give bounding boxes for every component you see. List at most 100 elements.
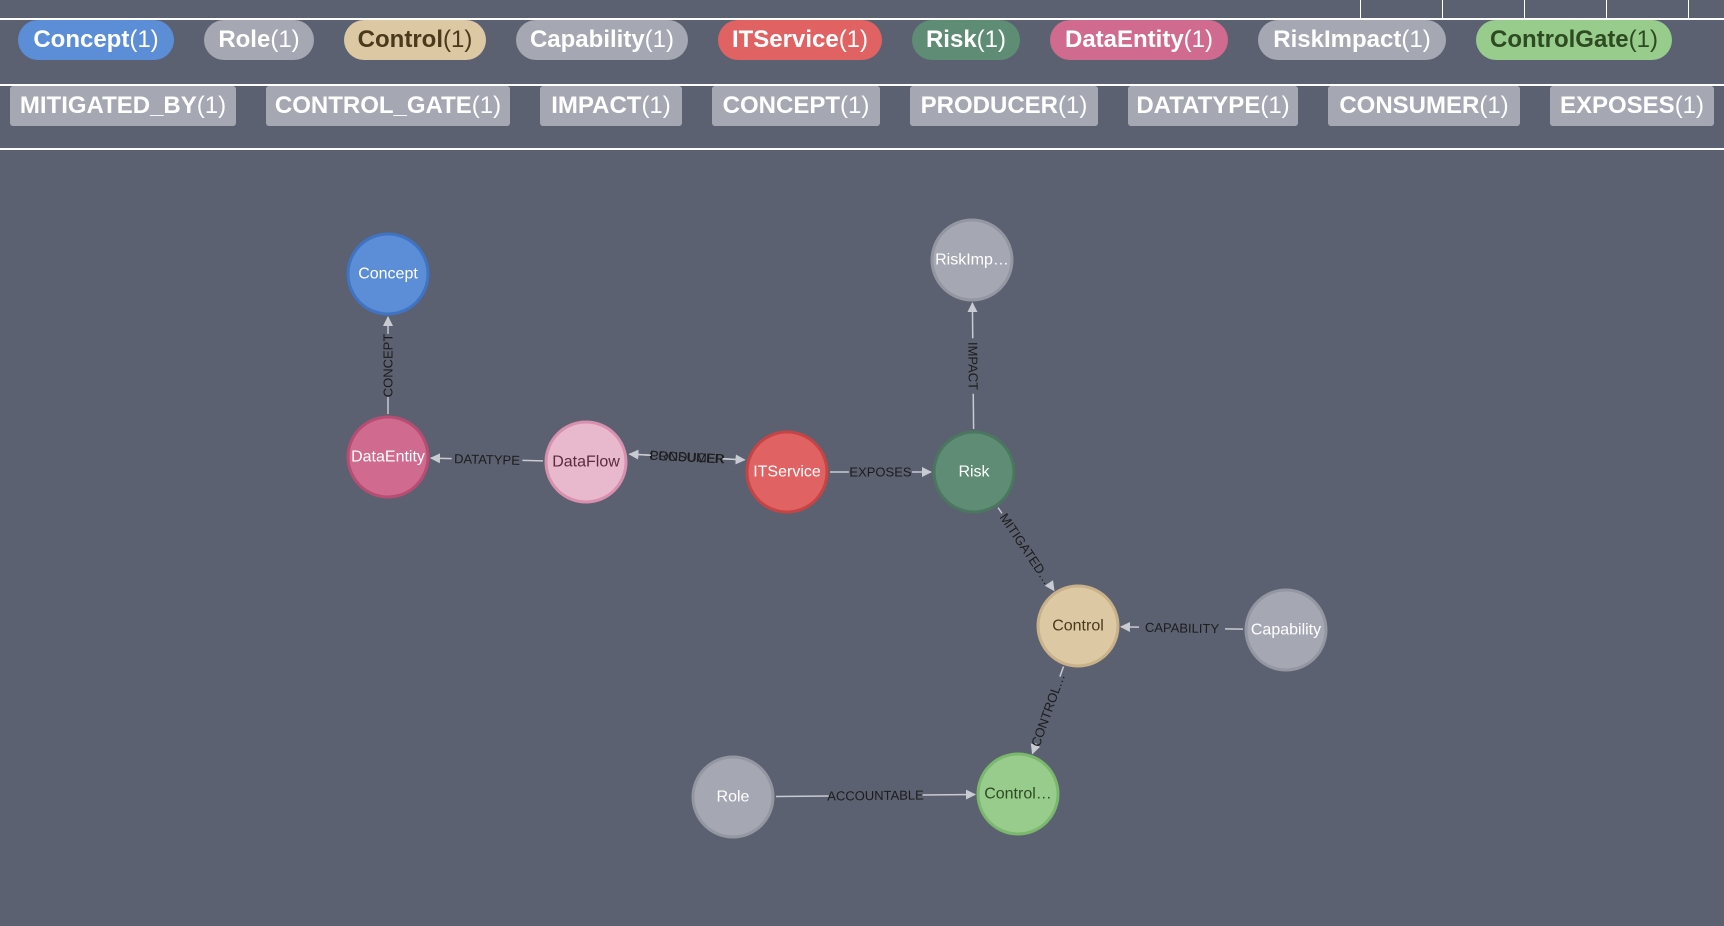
top-tab[interactable] — [1442, 0, 1525, 19]
edge-exposes[interactable]: EXPOSES — [830, 465, 932, 480]
top-tab[interactable] — [1524, 0, 1607, 19]
top-tab[interactable] — [1688, 0, 1724, 19]
node-dataentity[interactable]: DataEntity — [346, 415, 430, 499]
rel-type-tag-producer[interactable]: PRODUCER(1) — [910, 86, 1098, 126]
top-tab[interactable] — [1606, 0, 1689, 19]
node-circle[interactable] — [346, 232, 430, 316]
rel-name: CONTROL_GATE — [274, 92, 472, 119]
edge-control[interactable]: CONTROL… — [1028, 666, 1068, 755]
node-control[interactable]: Control — [1036, 584, 1120, 668]
rel-type-tag-mitigated-by[interactable]: MITIGATED_BY(1) — [10, 86, 236, 126]
node-caption: Control — [1052, 618, 1104, 635]
edge-line — [429, 453, 452, 464]
node-circle[interactable] — [346, 415, 430, 499]
edge-impact[interactable]: IMPACT — [965, 301, 981, 430]
label-name: RiskImpact — [1273, 26, 1402, 53]
node-risk[interactable]: Risk — [932, 430, 1016, 514]
node-label-pill-control[interactable]: Control(1) — [344, 20, 486, 60]
node-caption: Concept — [358, 266, 418, 283]
rel-count: (1) — [1674, 92, 1705, 119]
edge-label: CAPABILITY — [1145, 620, 1220, 636]
label-name: ITService — [731, 26, 839, 53]
node-concept[interactable]: Concept — [346, 232, 430, 316]
node-dataflow[interactable]: DataFlow — [544, 420, 628, 504]
node-circle[interactable] — [932, 430, 1016, 514]
node-circle[interactable] — [1244, 588, 1328, 672]
rel-count: (1) — [641, 92, 671, 119]
rel-name: CONCEPT — [722, 92, 840, 119]
rel-name: EXPOSES — [1559, 92, 1675, 119]
label-name: Risk — [925, 26, 977, 53]
rel-count: (1) — [1058, 92, 1088, 119]
edge-line — [628, 449, 652, 460]
label-count: (1) — [1401, 26, 1431, 53]
edge-line — [1044, 580, 1055, 592]
relationship-types-bar: MITIGATED_BY(1) CONTROL_GATE(1) IMPACT(1… — [0, 86, 1724, 150]
node-label-pill-capability[interactable]: Capability(1) — [516, 20, 688, 60]
rel-count: (1) — [840, 92, 870, 119]
edge-label: PRODUCER — [649, 448, 724, 467]
node-caption: RiskImp… — [935, 252, 1009, 269]
top-tab[interactable] — [1360, 0, 1443, 19]
edge-line — [1030, 743, 1041, 755]
label-count: (1) — [838, 26, 869, 53]
edge-line — [1059, 666, 1065, 677]
label-name: ControlGate — [1489, 26, 1629, 53]
node-role[interactable]: Role — [691, 755, 775, 839]
node-caption: DataFlow — [552, 454, 620, 471]
node-controlgate[interactable]: Control… — [976, 752, 1060, 836]
edge-accountable[interactable]: ACCOUNTABLE — [775, 787, 977, 804]
edge-mitigated[interactable]: MITIGATED… — [997, 507, 1056, 592]
rel-count: (1) — [1260, 92, 1290, 119]
edge-capability[interactable]: CAPABILITY — [1119, 620, 1244, 636]
node-label-pill-itservice[interactable]: ITService(1) — [718, 20, 882, 60]
node-label-pill-risk[interactable]: Risk(1) — [912, 20, 1020, 60]
node-label-pill-role[interactable]: Role(1) — [204, 20, 314, 60]
node-circle[interactable] — [976, 752, 1060, 836]
edge-label: EXPOSES — [849, 465, 911, 480]
edge-producer[interactable]: PRODUCER — [628, 448, 745, 467]
label-name: DataEntity — [1064, 26, 1184, 53]
label-count: (1) — [1628, 26, 1658, 53]
rel-type-tag-impact[interactable]: IMPACT(1) — [540, 86, 682, 126]
node-label-pill-concept[interactable]: Concept(1) — [18, 20, 174, 60]
node-circle[interactable] — [691, 755, 775, 839]
node-capability[interactable]: Capability — [1244, 588, 1328, 672]
node-label-pill-dataentity[interactable]: DataEntity(1) — [1050, 20, 1228, 60]
edge-label: IMPACT — [965, 342, 980, 390]
node-riskimpact[interactable]: RiskImp… — [930, 218, 1014, 302]
rel-count: (1) — [1479, 92, 1509, 119]
node-itservice[interactable]: ITService — [745, 430, 829, 514]
edge-concept[interactable]: CONCEPT — [381, 316, 396, 414]
node-circle[interactable] — [1036, 584, 1120, 668]
node-label-pill-controlgate[interactable]: ControlGate(1) — [1476, 20, 1672, 60]
edge-datatype[interactable]: DATATYPE — [429, 451, 544, 468]
node-circle[interactable] — [930, 218, 1014, 302]
edge-line — [722, 458, 745, 461]
label-name: Capability — [529, 26, 645, 53]
label-count: (1) — [129, 26, 159, 53]
edge-label: CONTROL… — [1028, 671, 1068, 748]
edge-label: MITIGATED… — [997, 510, 1056, 587]
rel-name: MITIGATED_BY — [19, 92, 197, 119]
label-count: (1) — [1183, 26, 1214, 53]
node-labels-bar: Concept(1) Role(1) Control(1) Capability… — [0, 20, 1724, 86]
rel-type-tag-exposes[interactable]: EXPOSES(1) — [1550, 86, 1714, 126]
rel-count: (1) — [196, 92, 227, 119]
edge-line — [997, 507, 1003, 514]
edge-label: CONCEPT — [381, 334, 396, 398]
label-count: (1) — [644, 26, 675, 53]
node-circle[interactable] — [745, 430, 829, 514]
rel-name: DATATYPE — [1136, 92, 1261, 119]
rel-count: (1) — [471, 92, 502, 119]
rel-type-tag-consumer[interactable]: CONSUMER(1) — [1328, 86, 1520, 126]
node-label-pill-riskimpact[interactable]: RiskImpact(1) — [1258, 20, 1446, 60]
node-circle[interactable] — [544, 420, 628, 504]
rel-type-tag-control-gate[interactable]: CONTROL_GATE(1) — [266, 86, 510, 126]
rel-type-tag-datatype[interactable]: DATATYPE(1) — [1128, 86, 1298, 126]
rel-type-tag-concept[interactable]: CONCEPT(1) — [712, 86, 880, 126]
edge-line — [922, 789, 977, 800]
